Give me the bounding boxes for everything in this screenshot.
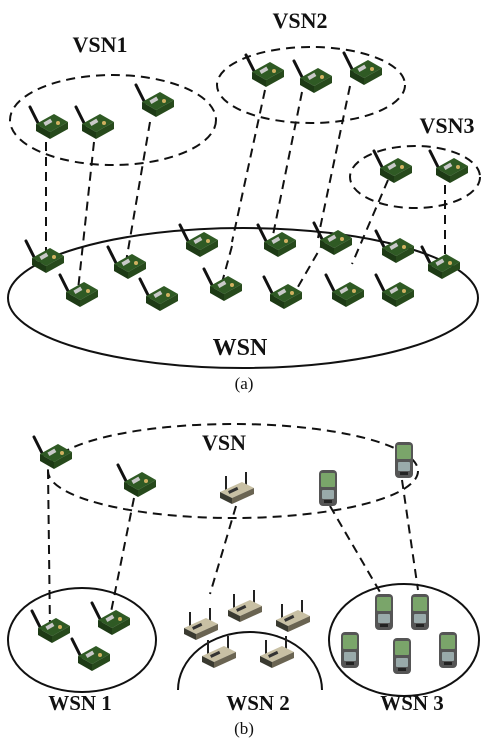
vsn1-boundary: [9, 74, 217, 166]
sensor-node-icon: [420, 245, 462, 281]
sensor-node-icon: [372, 149, 414, 185]
sensor-node-icon: [106, 245, 148, 281]
wsn-boundary: [7, 227, 479, 369]
sensor-node-icon: [292, 59, 334, 95]
handheld-device-icon: [319, 470, 337, 506]
wsn2-label: WSN 2: [226, 691, 290, 715]
vsn1-label: VSN1: [72, 32, 127, 57]
handheld-device-icon: [411, 594, 429, 630]
mote-icon: [275, 599, 311, 633]
panel-b: VSN WSN 1 WSN 2 WSN 3 (b): [7, 423, 480, 738]
sensor-node-icon: [324, 273, 366, 309]
mote-icon: [183, 607, 219, 641]
vsn-label: VSN: [202, 430, 246, 455]
handheld-device-icon: [393, 638, 411, 674]
handheld-device-icon: [395, 442, 413, 478]
sensor-node-icon: [32, 435, 74, 471]
handheld-device-icon: [439, 632, 457, 668]
virtual-links-b: [47, 469, 419, 631]
sensor-node-icon: [116, 463, 158, 499]
vsn2-label: VSN2: [272, 8, 327, 33]
wsn3-label: WSN 3: [380, 691, 444, 715]
sensor-node-icon: [202, 267, 244, 303]
sensor-node-icon: [262, 275, 304, 311]
wsn1-label: WSN 1: [48, 691, 112, 715]
handheld-device-icon: [375, 594, 393, 630]
wsn1-boundary: [7, 587, 157, 693]
wsn2-boundary: [177, 631, 323, 691]
sensor-node-icon: [244, 53, 286, 89]
sensor-node-icon: [138, 277, 180, 313]
sensor-node-icon: [74, 105, 116, 141]
vsn3-label: VSN3: [419, 113, 474, 138]
caption-a: (a): [235, 374, 254, 393]
virtual-links-a: [45, 85, 446, 293]
sensor-node-icon: [28, 105, 70, 141]
handheld-device-icon: [341, 632, 359, 668]
mote-icon: [201, 635, 237, 669]
wsn3-boundary: [328, 583, 480, 697]
panel-a: VSN1 VSN2 VSN3 WSN (a): [7, 8, 481, 393]
sensor-node-icon: [134, 83, 176, 119]
caption-b: (b): [234, 719, 254, 738]
sensor-node-icon: [374, 229, 416, 265]
sensor-node-icon: [312, 221, 354, 257]
sensor-node-icon: [30, 609, 72, 645]
vsn3-boundary: [349, 145, 481, 209]
wsn-label: WSN: [213, 335, 268, 361]
sensor-node-icon: [428, 149, 470, 185]
vsn2-boundary: [216, 46, 406, 124]
sensor-node-icon: [374, 273, 416, 309]
mote-icon: [227, 589, 263, 623]
mote-icon: [219, 471, 255, 505]
sensor-node-icon: [70, 637, 112, 673]
